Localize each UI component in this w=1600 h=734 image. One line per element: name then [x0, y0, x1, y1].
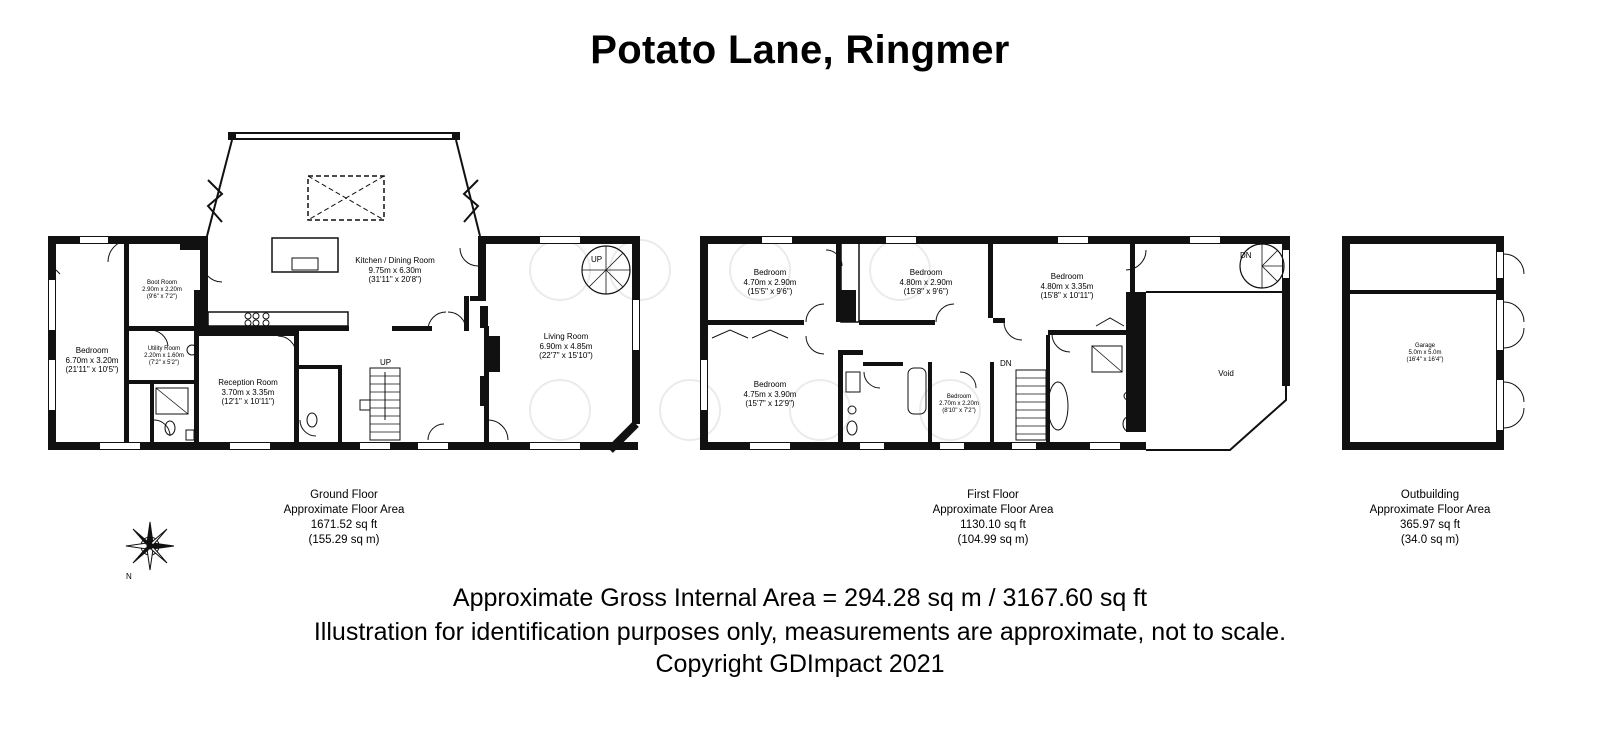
gross-internal-area: Approximate Gross Internal Area = 294.28…: [452, 584, 1148, 612]
room-first-bedroom-5: Bedroom 2.70m x 2.20m (8'10" x 7'2"): [939, 394, 979, 415]
first-floor-area-label: Approximate Floor Area: [932, 504, 1054, 516]
first-floor-sqft: 1130.10 sq ft: [960, 519, 1026, 531]
stair-dn-spiral: DN: [1240, 251, 1252, 260]
ground-floor-sqm: (155.29 sq m): [308, 534, 380, 546]
room-first-bedroom-3: Bedroom 4.80m x 3.35m (15'8" x 10'11"): [1040, 272, 1094, 301]
outbuilding-plan: [1342, 236, 1525, 450]
ground-floor-sqft: 1671.52 sq ft: [310, 519, 378, 531]
room-first-bedroom-2: Bedroom 4.80m x 2.90m (15'8" x 9'6"): [899, 268, 953, 297]
room-boot-room: Boot Room 2.90m x 2.20m (9'6" x 7'2"): [142, 280, 182, 301]
outbuilding-name: Outbuilding: [1400, 489, 1460, 501]
room-void: Void: [1218, 369, 1234, 378]
stair-up-main: UP: [380, 358, 392, 367]
room-first-bedroom-4: Bedroom 4.75m x 3.90m (15'7" x 12'9"): [743, 380, 797, 409]
outbuilding-sqft: 365.97 sq ft: [1399, 519, 1461, 531]
stair-dn-main: DN: [1000, 359, 1012, 368]
room-utility-room: Utility Room 2.20m x 1.60m (7'2" x 5'2"): [144, 346, 184, 367]
ground-floor-area-label: Approximate Floor Area: [283, 504, 405, 516]
first-floor-plan: [700, 236, 1290, 451]
disclaimer: Illustration for identification purposes…: [313, 618, 1287, 646]
room-first-bedroom-1: Bedroom 4.70m x 2.90m (15'5" x 9'6"): [743, 268, 797, 297]
room-garage: Garage 5.0m x 5.0m (16'4" x 16'4"): [1406, 343, 1444, 364]
copyright: Copyright GDImpact 2021: [655, 650, 945, 678]
room-kitchen-dining: Kitchen / Dining Room 9.75m x 6.30m (31'…: [355, 256, 435, 285]
outbuilding-area: Outbuilding Approximate Floor Area 365.9…: [1330, 488, 1530, 548]
ground-floor-area: Ground Floor Approximate Floor Area 1671…: [244, 488, 444, 548]
first-floor-name: First Floor: [967, 489, 1019, 501]
room-living-room: Living Room 6.90m x 4.85m (22'7" x 15'10…: [539, 332, 593, 361]
stair-up-spiral: UP: [591, 255, 603, 264]
first-floor-sqm: (104.99 sq m): [957, 534, 1029, 546]
room-reception-room: Reception Room 3.70m x 3.35m (12'1" x 10…: [218, 378, 278, 407]
room-ground-bedroom: Bedroom 6.70m x 3.20m (21'11" x 10'5"): [65, 346, 119, 375]
outbuilding-area-label: Approximate Floor Area: [1369, 504, 1491, 516]
ground-floor-plan: [48, 132, 640, 453]
compass-north-label: N: [126, 572, 132, 581]
outbuilding-sqm: (34.0 sq m): [1400, 534, 1460, 546]
compass-rose-icon: [125, 521, 175, 571]
page-title: Potato Lane, Ringmer: [590, 28, 1010, 72]
ground-floor-name: Ground Floor: [310, 489, 378, 501]
first-floor-area: First Floor Approximate Floor Area 1130.…: [893, 488, 1093, 548]
